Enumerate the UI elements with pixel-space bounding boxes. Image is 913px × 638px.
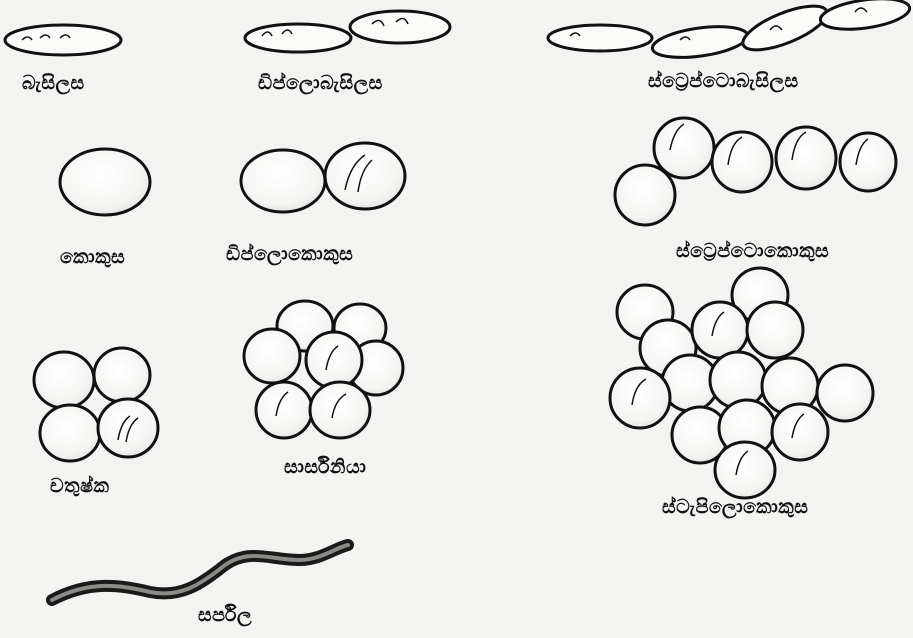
label-staphylococcus: ස්ටැපිලොකොකුස [662, 496, 808, 518]
label-diplobacillus: ඩිප්ලොබැසිලස [258, 72, 383, 94]
label-spirillum: සර්පිල [198, 604, 252, 626]
label-streptococcus: ස්ට්‍රෙප්ටොකොකුස [676, 240, 829, 262]
coccus-drawing [60, 149, 150, 215]
streptobacillus-drawing [548, 0, 912, 63]
spirillum-drawing [52, 545, 348, 600]
staphylococcus-drawing [610, 268, 873, 498]
diplococcus-drawing [241, 143, 405, 212]
label-bacillus: බැසිලස [22, 72, 85, 94]
label-streptobacillus: ස්ට්‍රෙප්ටොබැසිලස [648, 70, 799, 92]
label-coccus: කොකුස [60, 246, 125, 268]
label-sarcina: සාර්සිනියා [284, 456, 366, 478]
streptococcus-drawing [615, 118, 896, 225]
tetrad-drawing [34, 348, 158, 461]
label-diplococcus: ඩිප්ලොකොකුස [226, 243, 353, 265]
bacillus-drawing [5, 25, 121, 55]
diplobacillus-drawing [245, 11, 450, 52]
sarcina-drawing [244, 301, 403, 438]
label-tetrad: චතුෂ්ක [50, 475, 109, 497]
